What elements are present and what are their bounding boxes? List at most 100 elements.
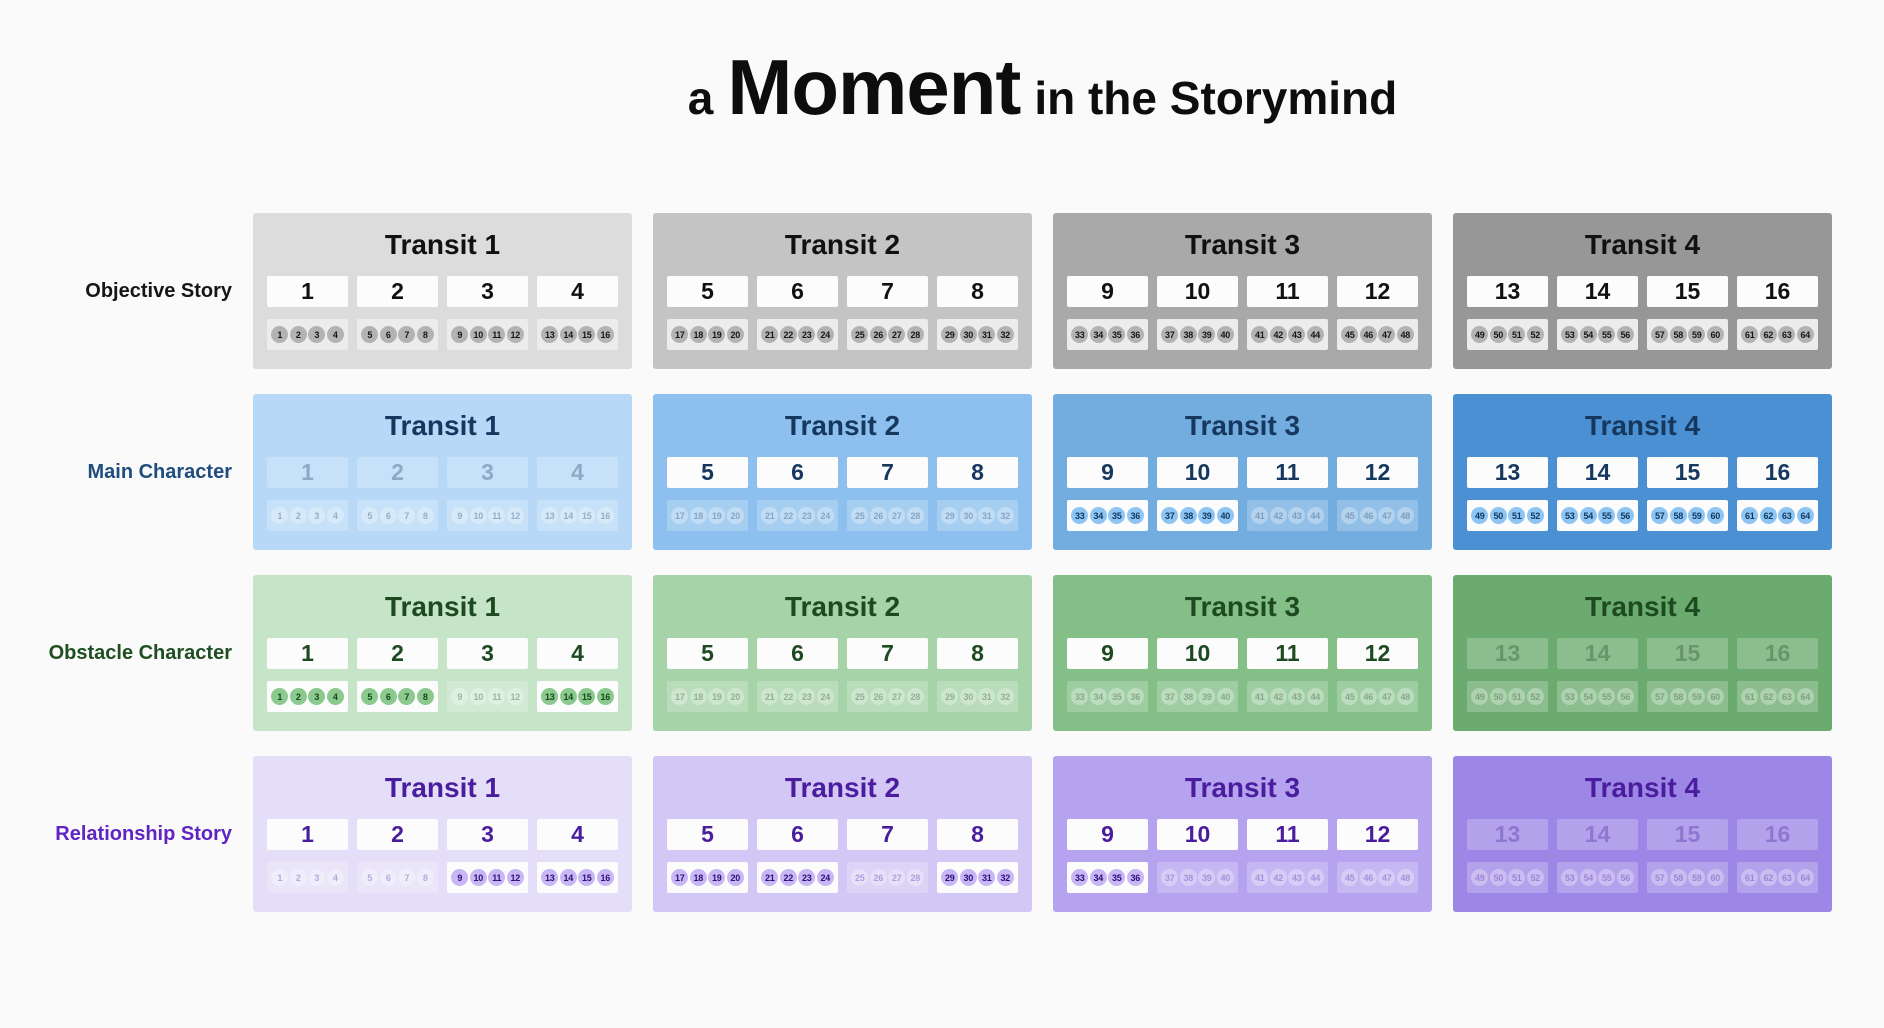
moment-chip: 21 — [761, 688, 779, 705]
moment-chip: 42 — [1269, 507, 1287, 524]
quad-box: 9 — [1067, 638, 1148, 669]
moment-chip: 62 — [1759, 326, 1777, 343]
moment-chip: 60 — [1706, 507, 1724, 524]
row-label-objective-story: Objective Story — [85, 279, 232, 302]
moment-chip: 7 — [398, 688, 416, 705]
moment-chip: 34 — [1089, 326, 1107, 343]
moment-chip: 1 — [271, 869, 289, 886]
moment-chip: 12 — [506, 688, 524, 705]
moment-chip: 28 — [906, 869, 924, 886]
moment-chip: 49 — [1471, 326, 1489, 343]
moment-chip: 33 — [1071, 688, 1089, 705]
moment-chip: 41 — [1251, 688, 1269, 705]
moment-chip: 3 — [308, 688, 326, 705]
moment-chip: 45 — [1341, 688, 1359, 705]
quad-box: 16 — [1737, 276, 1818, 307]
quad-box: 4 — [537, 457, 618, 488]
moment-chip: 17 — [671, 507, 689, 524]
moment-chip: 20 — [726, 869, 744, 886]
moment-chip: 3 — [308, 326, 326, 343]
moment-chip: 45 — [1341, 869, 1359, 886]
moment-chip: 48 — [1396, 326, 1414, 343]
moment-chip: 56 — [1616, 326, 1634, 343]
title-emphasis: Moment — [727, 43, 1021, 131]
quad-box: 7 — [847, 276, 928, 307]
quad-box: 14 — [1557, 276, 1638, 307]
moment-chip: 39 — [1198, 507, 1216, 524]
transit-title: Transit 4 — [1584, 591, 1701, 622]
moment-chip: 28 — [906, 507, 924, 524]
quad-box: 7 — [847, 457, 928, 488]
moment-chip: 54 — [1579, 507, 1597, 524]
transit-title: Transit 2 — [784, 410, 901, 441]
quad-box: 9 — [1067, 457, 1148, 488]
moment-chip: 51 — [1508, 869, 1526, 886]
quad-box: 4 — [537, 819, 618, 850]
moment-chip: 2 — [289, 507, 307, 524]
quad-box: 3 — [447, 276, 528, 307]
moment-chip: 45 — [1341, 507, 1359, 524]
quad-box: 6 — [757, 819, 838, 850]
moment-chip: 57 — [1651, 688, 1669, 705]
moment-chip: 64 — [1796, 507, 1814, 524]
moment-chip: 53 — [1561, 688, 1579, 705]
moment-chip: 52 — [1526, 507, 1544, 524]
moment-chip: 4 — [326, 869, 344, 886]
moment-chip: 41 — [1251, 507, 1269, 524]
moment-chip: 42 — [1269, 688, 1287, 705]
moment-chip: 27 — [888, 507, 906, 524]
moment-chip: 6 — [379, 869, 397, 886]
moment-chip: 43 — [1288, 688, 1306, 705]
moment-chip: 59 — [1688, 688, 1706, 705]
moment-chip: 6 — [379, 326, 397, 343]
moment-chip: 12 — [506, 507, 524, 524]
moment-chip: 19 — [708, 326, 726, 343]
moment-chip: 13 — [541, 688, 559, 705]
moment-chip: 51 — [1508, 688, 1526, 705]
moment-chip: 1 — [271, 507, 289, 524]
moment-chip: 3 — [308, 507, 326, 524]
moment-chip: 8 — [416, 869, 434, 886]
moment-chip: 61 — [1741, 869, 1759, 886]
moment-chip: 45 — [1341, 326, 1359, 343]
moment-chip: 42 — [1269, 869, 1287, 886]
moment-chip: 52 — [1526, 326, 1544, 343]
moment-chip: 16 — [596, 326, 614, 343]
moment-chip: 48 — [1396, 869, 1414, 886]
moment-chip: 1 — [271, 688, 289, 705]
moment-chip: 21 — [761, 507, 779, 524]
moment-chip: 56 — [1616, 688, 1634, 705]
moment-chip: 17 — [671, 869, 689, 886]
